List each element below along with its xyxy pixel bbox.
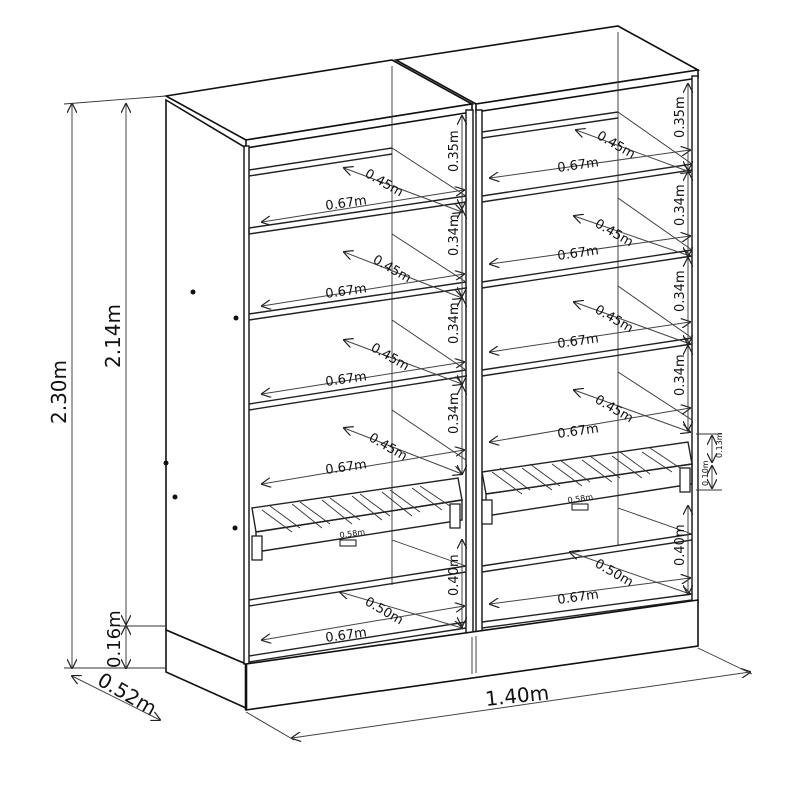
left-height-label-2: 0.34m: [447, 214, 462, 256]
right-width-label-1: 0.67m: [556, 155, 599, 176]
left-width-label-1: 0.67m: [324, 193, 367, 214]
right-depth-dim-line-2: [574, 216, 690, 256]
label-right-drawer-width: 0.58m: [567, 492, 594, 505]
left-width-label-2: 0.67m: [324, 281, 367, 302]
label-left-drawer-width: 0.58m: [339, 527, 366, 540]
right-depth-label-5: 0.50m: [592, 556, 636, 590]
label-height-body: 2.14m: [101, 304, 125, 368]
left-depth-dim-line-4: [344, 428, 462, 474]
small-right-dims: [696, 433, 722, 491]
right-width-label-5: 0.67m: [556, 587, 599, 608]
left-width-label-4: 0.67m: [324, 457, 367, 478]
label-width: 1.40m: [484, 680, 550, 711]
left-depth-dim-line-3: [344, 340, 462, 384]
left-side-panel: [165, 98, 247, 666]
left-shelves: [248, 147, 467, 663]
right-height-label-4: 0.34m: [673, 354, 688, 396]
right-height-label-5: 0.40m: [673, 524, 688, 566]
right-depth-label-2: 0.45m: [592, 216, 636, 250]
overall-dimensions: [63, 95, 753, 740]
left-height-label-3: 0.34m: [447, 302, 462, 344]
right-depth-dim-line-5: [570, 552, 690, 594]
label-small-dim-1: 0.13m: [715, 432, 724, 458]
label-height-total: 2.30m: [47, 360, 71, 424]
left-depth-dim-line-5: [340, 592, 462, 628]
right-width-label-4: 0.67m: [556, 421, 599, 442]
right-width-label-2: 0.67m: [556, 243, 599, 264]
left-height-label-4: 0.34m: [447, 392, 462, 434]
right-width-label-3: 0.67m: [556, 331, 599, 352]
left-depth-label-5: 0.50m: [362, 594, 406, 628]
left-depth-label-4: 0.45m: [366, 430, 410, 464]
right-height-label-3: 0.34m: [673, 270, 688, 312]
left-width-label-3: 0.67m: [324, 369, 367, 390]
right-height-label-2: 0.34m: [673, 184, 688, 226]
left-depth-label-3: 0.45m: [368, 340, 412, 374]
left-depth-dim-line-1: [344, 168, 462, 212]
label-depth: 0.52m: [94, 668, 161, 721]
right-depth-label-1: 0.45m: [594, 128, 638, 162]
cabinet-structure: [163, 25, 701, 711]
right-depth-dim-line-4: [574, 390, 690, 432]
left-pullout-rack: [251, 477, 463, 561]
left-width-label-5: 0.67m: [324, 625, 367, 646]
right-depth-dim-line-1: [576, 130, 690, 172]
right-shelves: [481, 111, 693, 629]
right-height-label-1: 0.35m: [673, 96, 688, 138]
label-plinth: 0.16m: [104, 610, 125, 668]
left-height-label-5: 0.40m: [447, 554, 462, 596]
right-depth-label-3: 0.45m: [592, 302, 636, 336]
left-depth-dim-line-2: [344, 252, 462, 298]
left-depth-label-1: 0.45m: [362, 166, 406, 200]
left-height-label-1: 0.35m: [447, 130, 462, 172]
right-pullout-rack: [481, 441, 693, 525]
label-small-dim-2: 0.10m: [701, 460, 710, 486]
right-depth-dim-line-3: [574, 302, 690, 344]
